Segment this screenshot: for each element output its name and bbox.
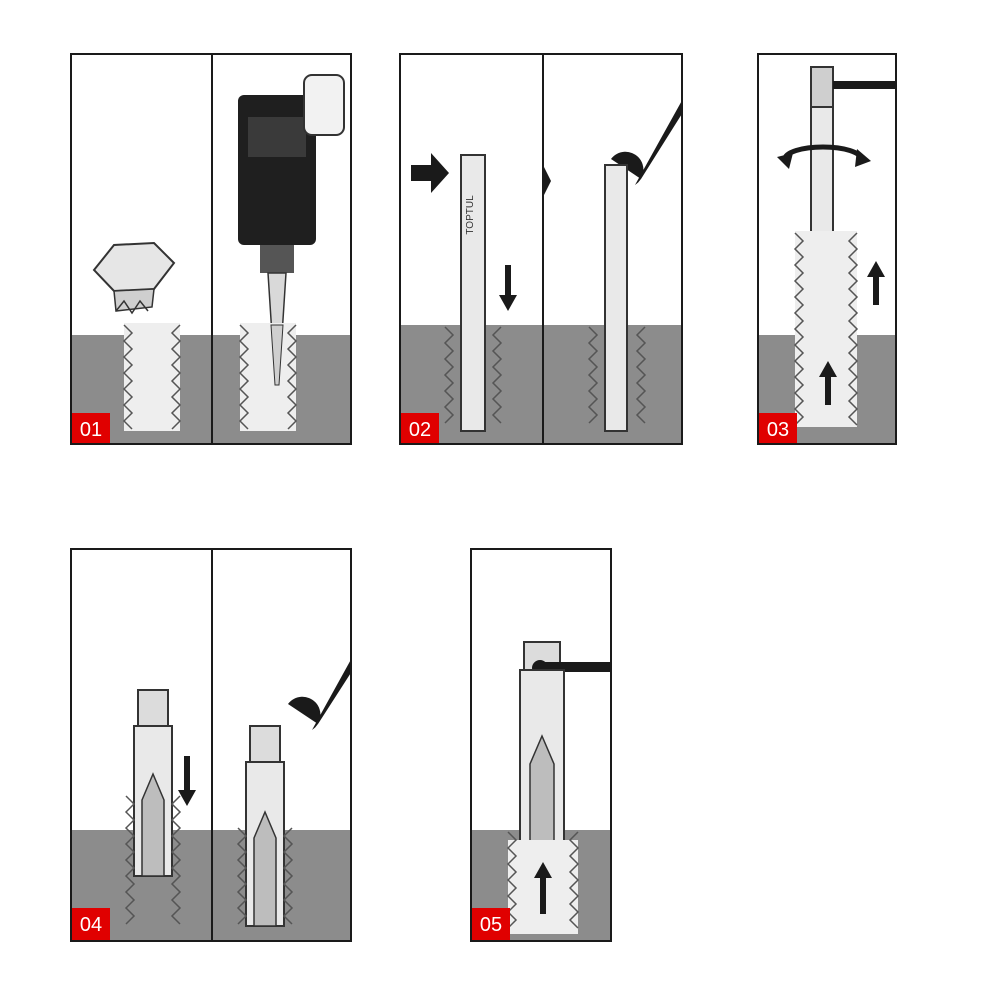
tap-tool: [245, 725, 285, 927]
right-arrow-tip: [543, 165, 551, 197]
extractor-head: [810, 66, 834, 108]
threaded-hole: [122, 323, 182, 431]
step-03-illustration: [759, 66, 895, 443]
stud-threads-left: [793, 232, 805, 426]
wrench: [611, 102, 681, 185]
up-arrow: [819, 361, 837, 405]
step-05-illustration: [472, 641, 610, 940]
step-02-illustration: TOPTUL: [401, 55, 681, 443]
extractor-tool: TOPTUL: [460, 154, 486, 432]
step-02-panel: TOPTUL 02: [399, 53, 683, 445]
wrench-handle: [833, 81, 895, 89]
step-03-panel: 03: [757, 53, 897, 445]
broken-bolt-head: [92, 241, 176, 315]
step-01-panel: 01: [70, 53, 352, 445]
step-badge: 03: [759, 413, 797, 443]
power-drill: [238, 74, 345, 336]
pilot-hole-threads: [238, 323, 298, 431]
rotation-arrow: [777, 144, 871, 169]
threaded-hole: [443, 326, 503, 424]
right-arrow: [411, 153, 449, 193]
step-badge: 01: [72, 413, 110, 443]
hole-threads-right: [568, 831, 580, 929]
threaded-hole: [236, 827, 294, 925]
wrench: [288, 661, 350, 730]
threaded-hole: [124, 795, 182, 925]
step-badge: 02: [401, 413, 439, 443]
threaded-hole: [587, 326, 647, 424]
tap-tool: [133, 689, 173, 877]
step-01-illustration: [72, 55, 350, 443]
down-arrow: [499, 265, 517, 311]
step-04-illustration: [72, 550, 350, 940]
step-05-panel: 05: [470, 548, 612, 942]
step-badge: 04: [72, 908, 110, 940]
up-arrow: [534, 862, 552, 914]
step-badge: 05: [472, 908, 510, 940]
step-04-panel: 04: [70, 548, 352, 942]
extractor-marking: TOPTUL: [465, 195, 476, 235]
up-arrow: [867, 261, 885, 305]
extractor-tool: [604, 164, 628, 432]
down-arrow: [178, 756, 196, 806]
stud-threads-right: [847, 232, 859, 426]
